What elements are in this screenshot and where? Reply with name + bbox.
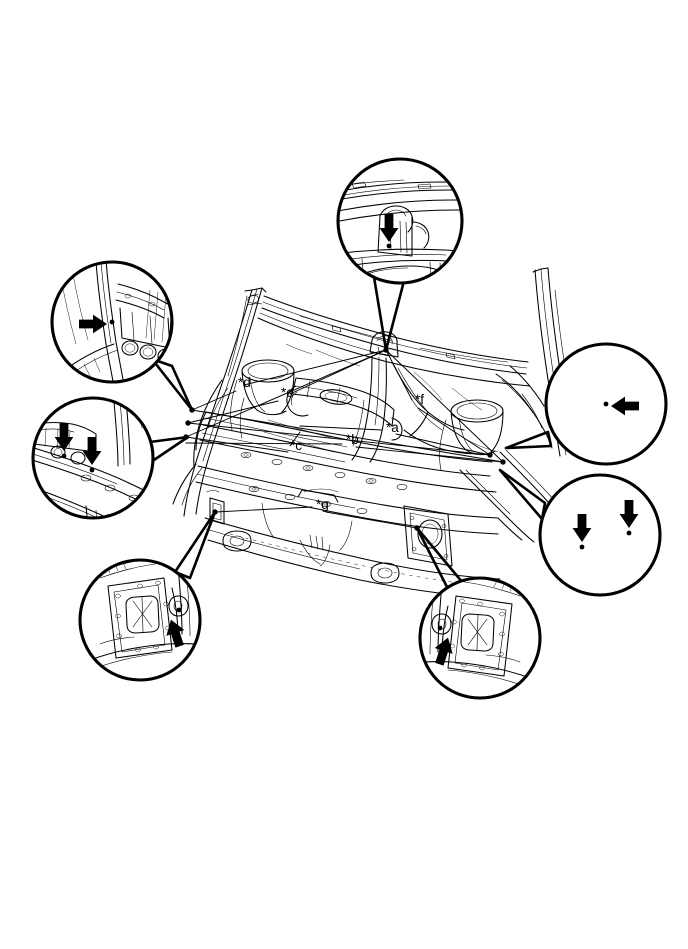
- right-strut-tower: [439, 399, 504, 471]
- leader-cross-3: [185, 349, 387, 438]
- leader-cross-1: [191, 409, 504, 463]
- label-c: *c: [290, 438, 302, 453]
- weld-point: [579, 544, 585, 550]
- callout-lower-right-circle: [538, 473, 662, 597]
- leader-b: [185, 442, 343, 445]
- weld-point: [61, 453, 67, 459]
- callout-tails: [148, 275, 553, 589]
- tail-lower-left: [173, 510, 217, 580]
- label-g: *g: [316, 497, 329, 512]
- callout-mid-left[interactable]: [31, 396, 166, 550]
- label-leader-lines: [185, 349, 504, 529]
- leader-f2: [417, 407, 491, 456]
- weld-point: [89, 467, 95, 473]
- callout-upper-right[interactable]: [544, 342, 688, 474]
- center-vertical-brace: [351, 355, 387, 463]
- left-strut-tower: [230, 359, 295, 439]
- weld-point: [109, 319, 115, 325]
- weld-point: [386, 243, 392, 249]
- leader-c: [185, 436, 289, 453]
- label-e: *e: [281, 385, 294, 400]
- leader-g2: [325, 511, 418, 529]
- weld-point: [626, 530, 632, 536]
- left-outer-sweep: [172, 463, 203, 506]
- label-d: *d: [238, 375, 251, 390]
- label-b: *b: [346, 432, 359, 447]
- leader-cross-2: [187, 422, 491, 456]
- right-lower-diagonal: [459, 469, 535, 543]
- tail-upper-right: [504, 430, 553, 450]
- radiator-support-lower: [195, 465, 499, 535]
- leader-a2: [395, 433, 491, 456]
- leader-d2: [243, 349, 387, 386]
- leader-a: [299, 425, 383, 431]
- callout-mid-left-detail: [33, 399, 153, 518]
- right-headlamp-bracket: [403, 505, 453, 567]
- callout-top[interactable]: [332, 157, 481, 285]
- weld-point: [176, 607, 182, 613]
- reference-labels: *a *b *c *d *e *f *g: [238, 375, 424, 512]
- dash-panel-reinforcement: [286, 377, 403, 441]
- label-a: *a: [386, 420, 399, 435]
- leader-g: [214, 506, 313, 513]
- leader-b2: [355, 446, 504, 463]
- callout-lower-left[interactable]: [78, 556, 208, 682]
- lower-center-panel: [261, 502, 353, 551]
- leader-d: [191, 390, 237, 411]
- leader-e: [187, 400, 279, 424]
- right-apron-panel: [495, 365, 553, 449]
- label-f: *f: [415, 392, 424, 407]
- left-pillar-group: [183, 287, 267, 517]
- callout-lower-right[interactable]: [538, 473, 688, 627]
- weld-point: [603, 401, 609, 407]
- tail-upper-left: [150, 357, 194, 412]
- interior-detail-lines: [263, 343, 499, 453]
- leader-cross-4: [385, 349, 504, 463]
- leader-f: [385, 349, 413, 401]
- cowl-upper-crossmember: [257, 295, 531, 387]
- weld-point: [437, 625, 443, 631]
